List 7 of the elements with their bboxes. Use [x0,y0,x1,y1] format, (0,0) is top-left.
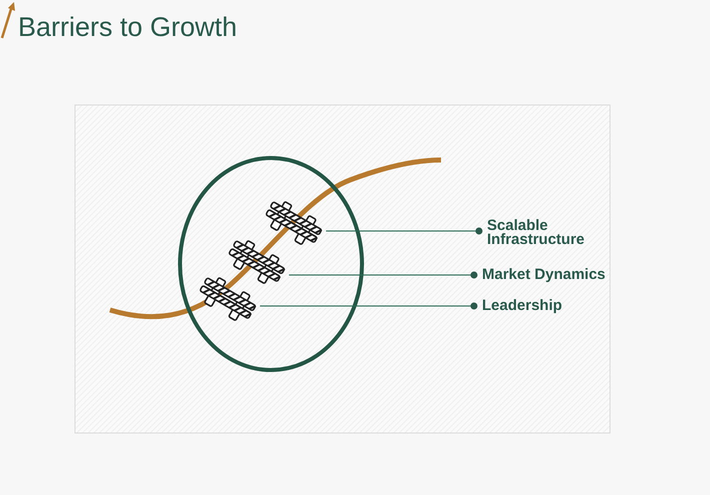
barrier-label: Market Dynamics [482,268,606,282]
leader-line [326,228,482,234]
leader-line [260,302,478,310]
barrier-label: Leadership [482,299,564,313]
leader-line [288,272,478,278]
barrier-label: Scalable Infrastructure [487,219,586,247]
title: Barriers to Growth [18,12,238,43]
